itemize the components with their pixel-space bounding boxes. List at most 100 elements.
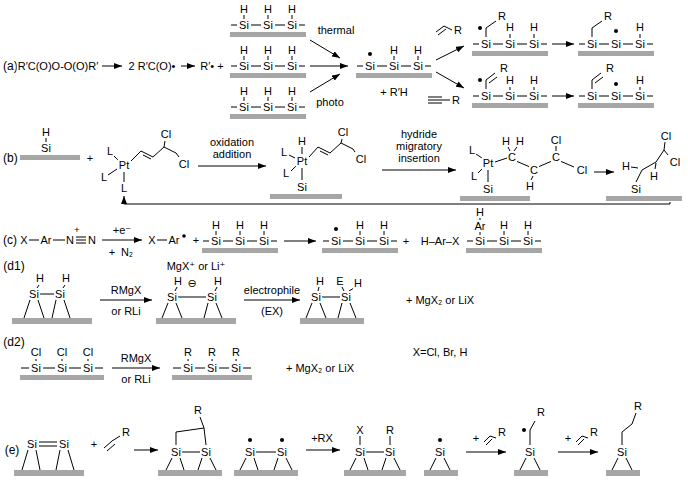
reaction-arrow [382, 170, 456, 171]
atom-label: X [147, 234, 156, 246]
atom-label: C [551, 151, 561, 163]
atom-label: H [287, 3, 297, 15]
atom-label: H [355, 219, 365, 231]
atom-label: Si [524, 446, 536, 458]
atom-label: H [35, 272, 45, 284]
atom-label: Cl [550, 134, 562, 146]
surface-bar [20, 375, 104, 380]
atom-label: Si [82, 362, 94, 374]
atom-label: R [231, 346, 241, 358]
atom-label: H [505, 74, 515, 86]
surface-bar [606, 196, 682, 201]
atom-label: Si [586, 90, 598, 102]
atom-label: Si [230, 362, 242, 374]
surface-bar [466, 248, 542, 253]
atom-label: H [621, 160, 631, 172]
atom-label: Si [340, 291, 352, 303]
atom-label: H [413, 44, 423, 56]
atom-label: Pt [118, 159, 130, 171]
panel-label: (b) [2, 152, 19, 165]
bond-line [428, 97, 450, 103]
atom-label: Si [286, 101, 298, 113]
reaction-arrows [100, 40, 670, 452]
surface-bar [202, 248, 278, 253]
surface-bar [606, 470, 640, 476]
surface-bar [230, 114, 306, 119]
atom-label: H [635, 74, 645, 86]
atom-label: Si [170, 446, 182, 458]
reaction-arrow [134, 450, 158, 451]
atom-label: H [379, 219, 389, 231]
atom-label: Si [262, 19, 274, 31]
atom-label: Si [480, 90, 492, 102]
radical-dots [182, 26, 618, 442]
atom-label: N [65, 234, 75, 246]
atom-label: H [501, 135, 511, 147]
reagent-text: H–Ar–X [420, 235, 461, 247]
atom-label: Cl [669, 156, 681, 168]
radical-dot [478, 78, 482, 82]
surface-bar [460, 196, 530, 201]
reaction-arrow [310, 74, 340, 92]
surface-bar [230, 32, 306, 37]
atom-label: Si [330, 235, 342, 247]
atom-label: Pt [296, 155, 308, 167]
radical-dot [522, 428, 526, 432]
atom-label: Si [238, 60, 250, 72]
surface-bar [424, 470, 458, 476]
atom-label: Si [528, 90, 540, 102]
atom-label: Si [206, 291, 218, 303]
atom-label: Ar [40, 234, 53, 246]
atom-label: Si [28, 288, 40, 300]
atom-label: H [315, 275, 325, 287]
surface-bar [14, 470, 84, 476]
reagent-text: + [90, 438, 98, 450]
surface-bar [172, 375, 252, 380]
bond-line [306, 287, 356, 318]
atom-label: R [603, 10, 613, 22]
bond-line [484, 436, 496, 445]
atom-label: R [453, 24, 463, 36]
radical-dot [614, 29, 618, 33]
panel-label: (d2) [2, 336, 25, 349]
atom-label: Si [238, 101, 250, 113]
reaction-arrow [112, 368, 160, 369]
bond-line [631, 142, 668, 182]
atom-label: Si [166, 291, 178, 303]
radical-dot [438, 438, 442, 442]
atom-label: Si [286, 60, 298, 72]
atom-label: Si [480, 38, 492, 50]
reagent-text: electrophile [243, 284, 301, 296]
reagent-text: + [472, 432, 480, 444]
atom-label: L [120, 182, 128, 194]
surface-bar [356, 73, 432, 78]
bond-line [166, 417, 216, 470]
atom-label: X [19, 234, 28, 246]
reagent-text: RMgX [110, 284, 143, 296]
atom-label: Si [474, 235, 486, 247]
atom-label: H [263, 44, 273, 56]
atom-label: R [605, 62, 615, 74]
atom-label: Si [504, 90, 516, 102]
surface-bar [300, 318, 364, 324]
reaction-arrow [198, 166, 266, 167]
atom-label: H [61, 272, 71, 284]
atom-label: Si [586, 38, 598, 50]
bond-line [576, 436, 588, 445]
reagent-text: N₂ [120, 246, 134, 258]
atom-label: R [497, 426, 507, 438]
atom-label: H [475, 206, 485, 218]
atom-label: N [87, 234, 97, 246]
atom-label: H [505, 21, 515, 33]
reagent-text: + [192, 234, 200, 246]
atom-label: Si [40, 142, 52, 154]
atom-label: R [536, 406, 546, 418]
atom-label: Si [244, 446, 256, 458]
atom-label: Si [616, 446, 628, 458]
reagent-text: (EX) [260, 305, 284, 317]
reagent-text: photo [315, 96, 345, 108]
reaction-arrow [594, 172, 614, 173]
atom-label: Si [54, 288, 66, 300]
atom-label: Cl [82, 346, 94, 358]
